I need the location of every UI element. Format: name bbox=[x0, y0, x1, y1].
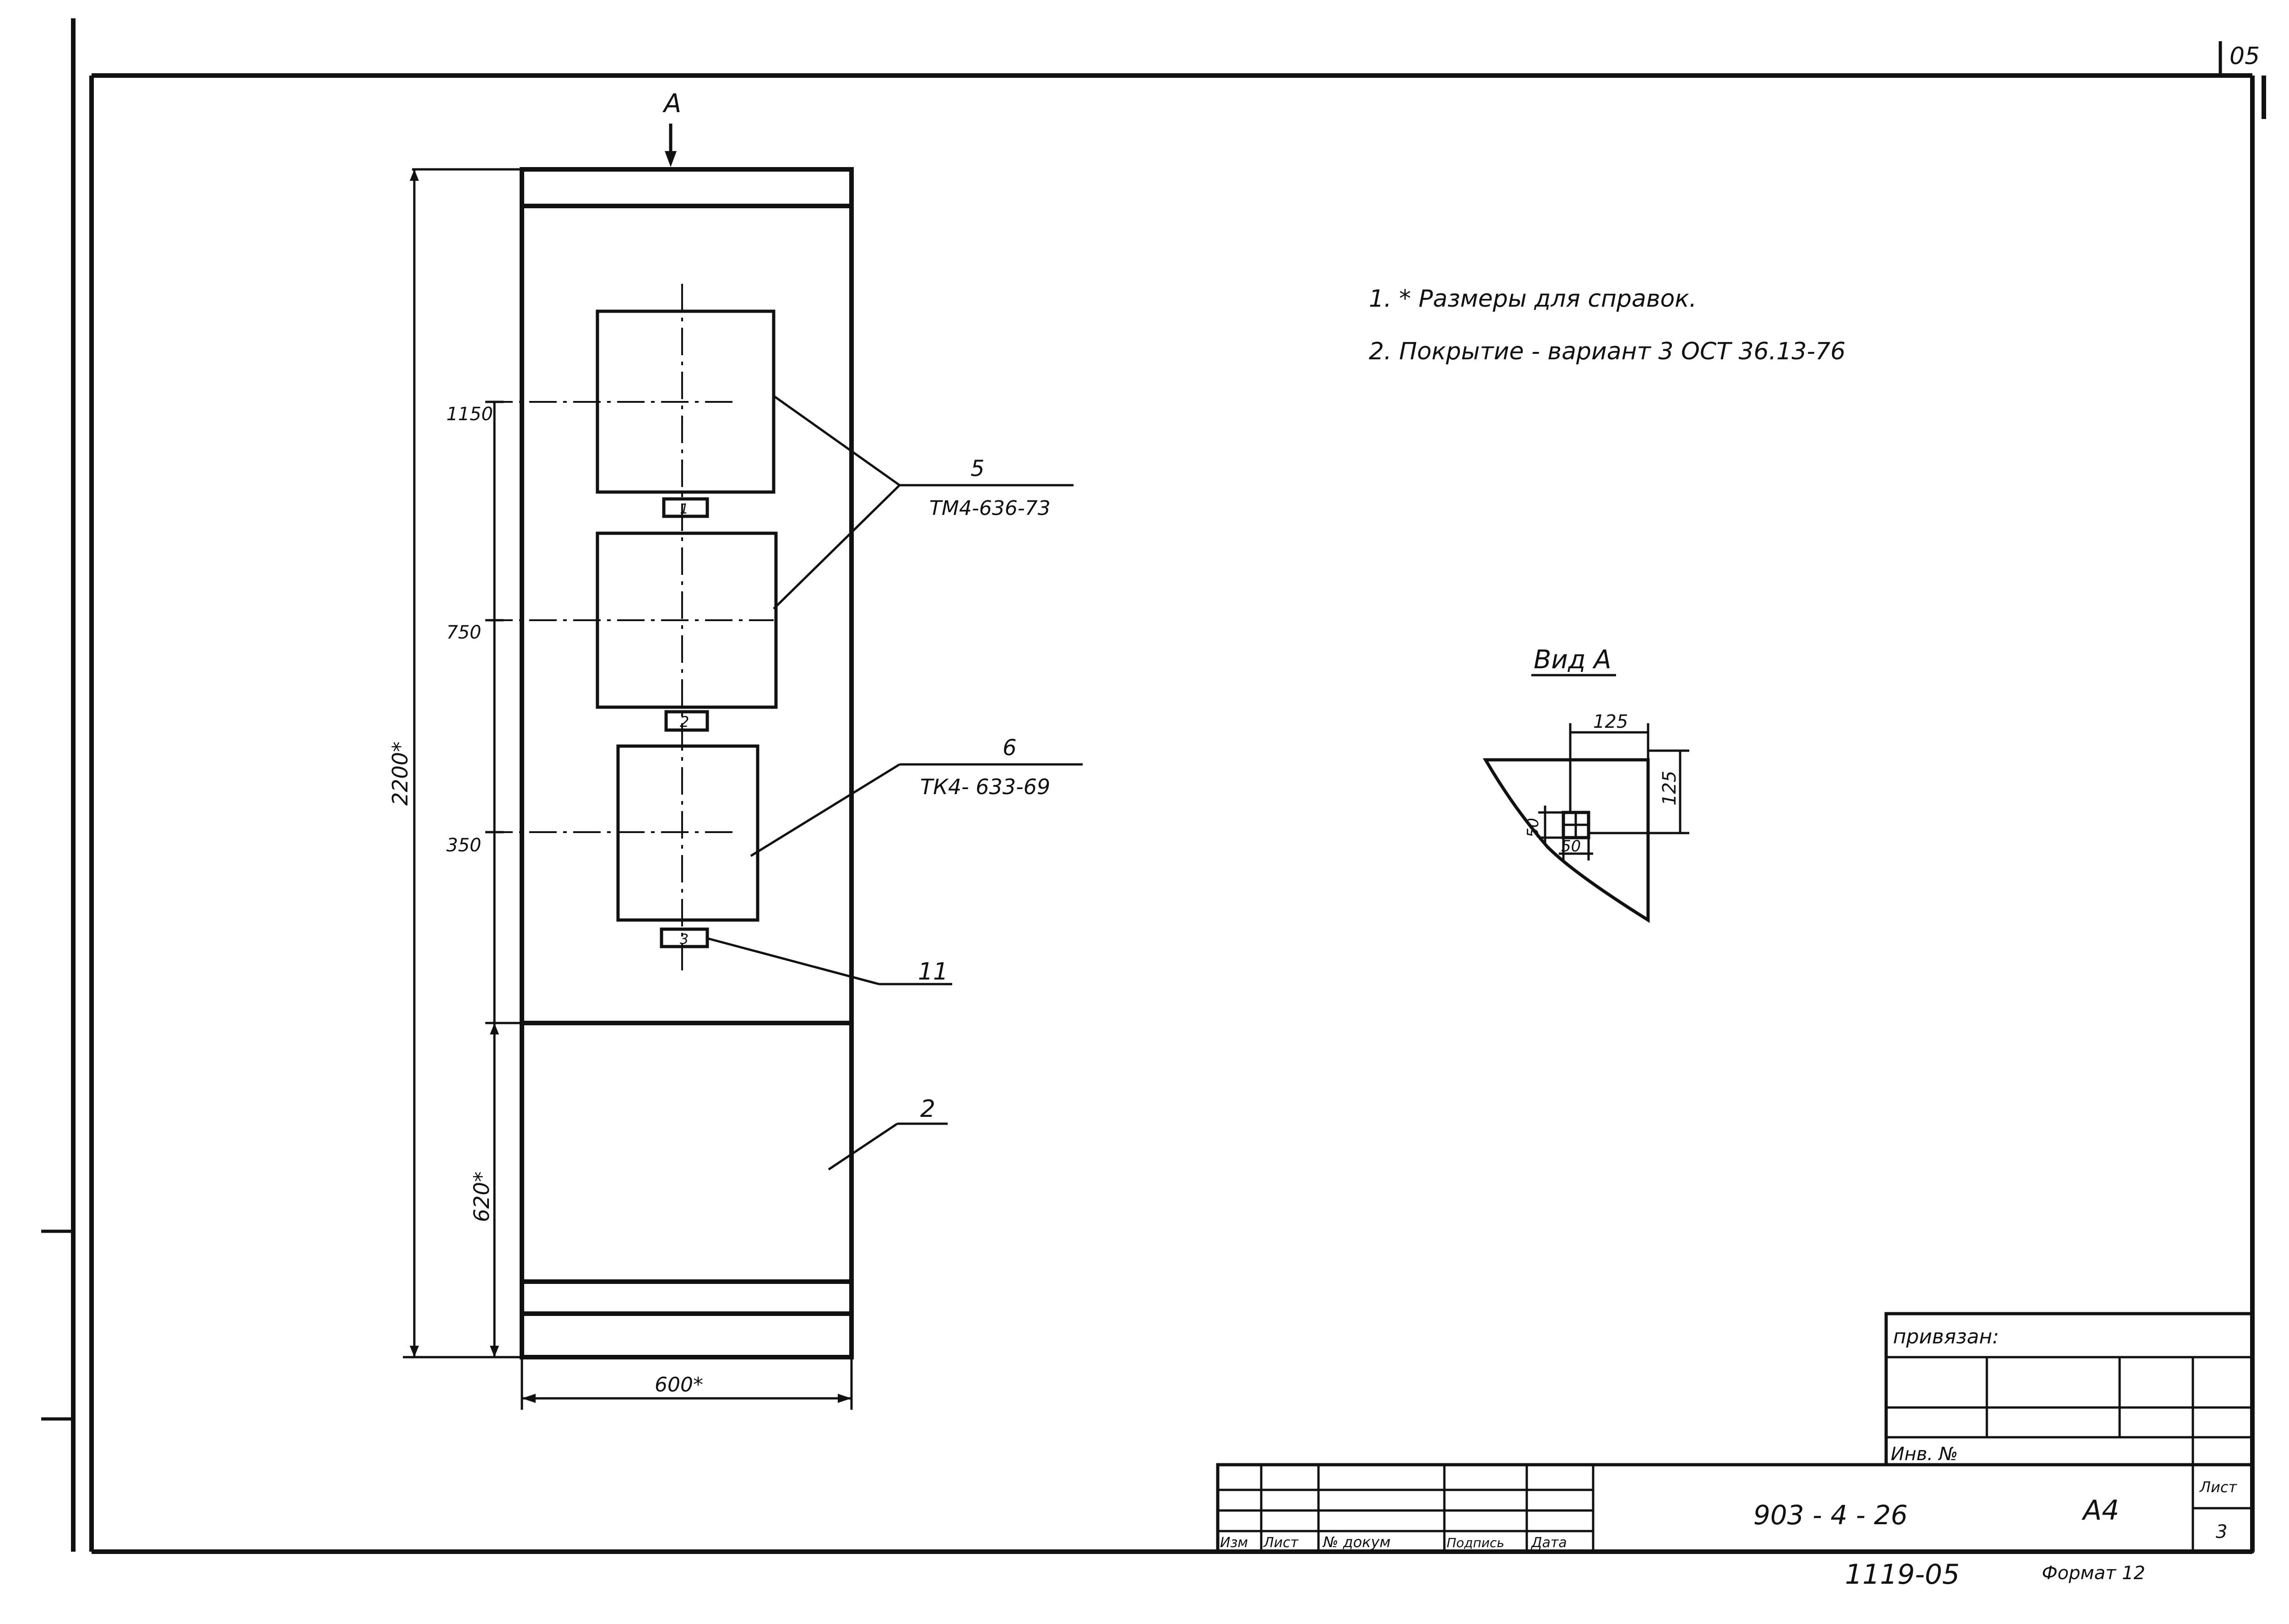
cabinet-front-view bbox=[485, 167, 854, 1359]
callout-leaders bbox=[707, 395, 1083, 1171]
footer-number: 1119-05 bbox=[1845, 1559, 1960, 1591]
note-2: 2. Покрытие - вариант 3 ОСТ 36.13-76 bbox=[1369, 338, 1845, 365]
sheet-frame bbox=[41, 18, 2266, 1554]
sheet-corner-number: 05 bbox=[2229, 43, 2260, 70]
title-inv: Инв. № bbox=[1891, 1444, 1958, 1465]
dimension-lines bbox=[403, 168, 853, 1410]
hole-height: 50 bbox=[1524, 818, 1542, 838]
view-a-detail bbox=[1482, 723, 1689, 923]
callout-2-number: 2 bbox=[920, 1095, 935, 1123]
dim-h3: 350 bbox=[446, 835, 481, 856]
dim-bottom: 620* bbox=[469, 1171, 494, 1222]
view-height: 125 bbox=[1659, 771, 1680, 806]
mark-1: 1 bbox=[680, 501, 689, 517]
title-list-label: Лист bbox=[2199, 1478, 2237, 1496]
header-podpis: Подпись bbox=[1447, 1535, 1504, 1550]
footer-format: Формат 12 bbox=[2042, 1563, 2145, 1584]
title-list-no: 3 bbox=[2216, 1521, 2227, 1543]
header-dokum: № докум bbox=[1322, 1533, 1391, 1551]
hole-width: 50 bbox=[1561, 837, 1581, 855]
dim-total-height: 2200* bbox=[388, 742, 412, 806]
mark-3: 3 bbox=[680, 931, 689, 947]
title-sheet-id: А4 bbox=[2081, 1494, 2119, 1527]
arrow-label: А bbox=[662, 89, 681, 119]
callout-6-number: 6 bbox=[1003, 735, 1017, 761]
callout-11-number: 11 bbox=[918, 958, 948, 985]
view-a-title: Вид А bbox=[1534, 645, 1611, 675]
dim-width: 600* bbox=[655, 1373, 703, 1397]
callout-5-number: 5 bbox=[971, 456, 985, 482]
dim-h2: 750 bbox=[446, 622, 481, 643]
title-privyazan: привязан: bbox=[1893, 1325, 1999, 1348]
callout-5-code: ТМ4-636-73 bbox=[929, 497, 1051, 520]
header-izm: Изм bbox=[1220, 1535, 1248, 1551]
mark-2: 2 bbox=[680, 713, 689, 731]
header-list: Лист bbox=[1263, 1535, 1299, 1551]
callout-6-code: ТК4- 633-69 bbox=[920, 774, 1050, 799]
view-width: 125 bbox=[1593, 711, 1628, 732]
header-data: Дата bbox=[1530, 1535, 1567, 1551]
title-block bbox=[1216, 1312, 2254, 1554]
view-arrow bbox=[665, 124, 677, 167]
note-1: 1. * Размеры для справок. bbox=[1369, 285, 1697, 313]
title-doc-code: 903 - 4 - 26 bbox=[1753, 1499, 1908, 1531]
dim-h1: 1150 bbox=[446, 404, 493, 425]
